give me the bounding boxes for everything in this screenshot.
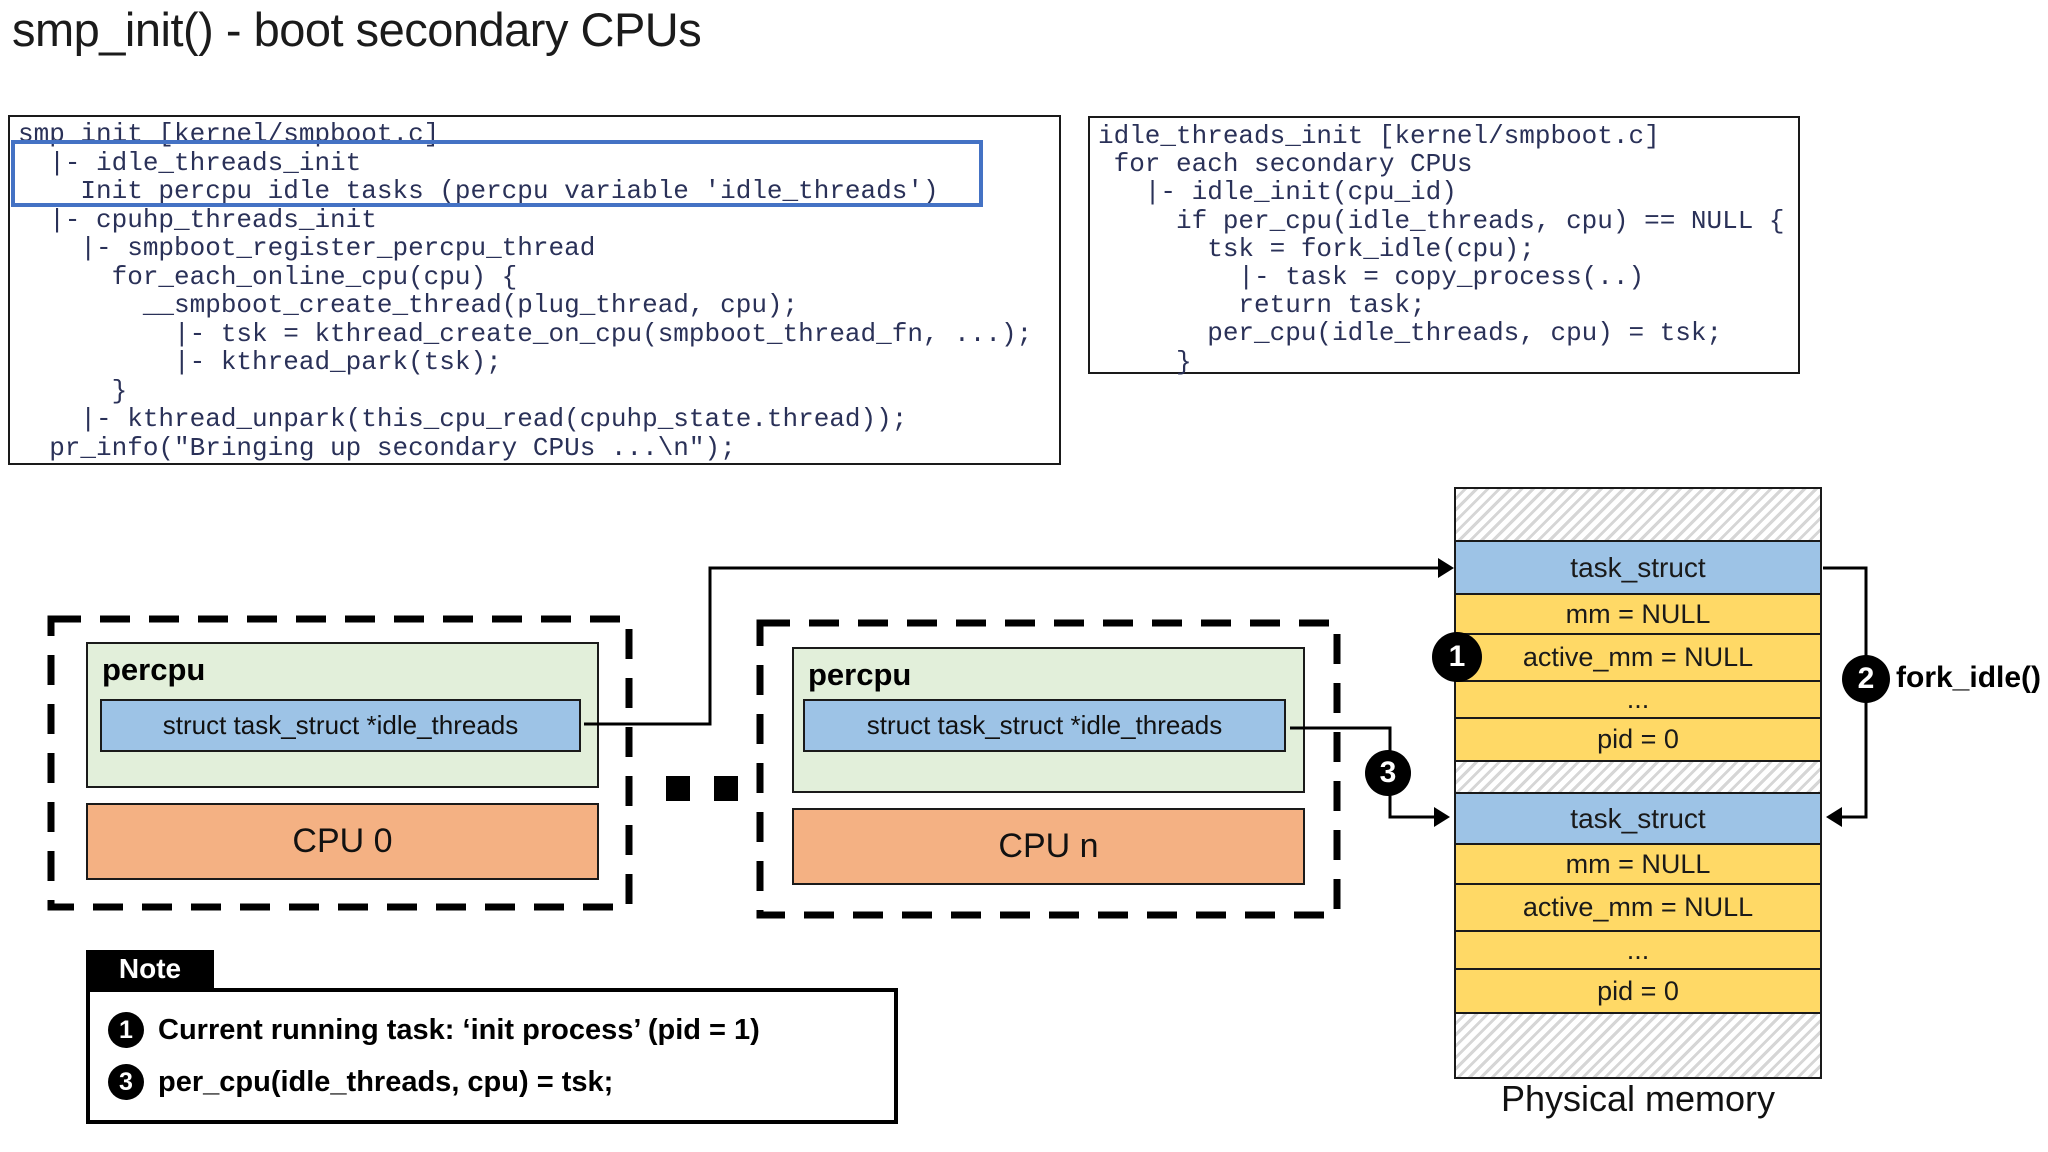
- cpun-idle-threads-pointer: struct task_struct *idle_threads: [803, 699, 1286, 752]
- step-marker-2: 2: [1842, 655, 1890, 703]
- memory-row-mm-NULL: mm = NULL: [1456, 595, 1820, 635]
- cpu0-box: CPU 0: [86, 803, 599, 880]
- cpu0-idle-threads-pointer: struct task_struct *idle_threads: [100, 699, 581, 752]
- arrowhead-task-struct-2: [1434, 807, 1450, 827]
- fork-idle-label: fork_idle(): [1896, 661, 2042, 694]
- arrow-cpun-idle-threads-to-task-struct-2: [1290, 726, 1436, 819]
- memory-row-active-mm-NULL: active_mm = NULL: [1456, 885, 1820, 932]
- note-marker-1: 1: [108, 1012, 144, 1048]
- memory-gap-hatch: [1456, 1014, 1820, 1077]
- note-item-text: per_cpu(idle_threads, cpu) = tsk;: [158, 1065, 614, 1098]
- code-panel-smp-init: smp_init [kernel/smpboot.c] |- idle_thre…: [8, 115, 1061, 465]
- note-item: 3 per_cpu(idle_threads, cpu) = tsk;: [108, 1060, 894, 1104]
- idle-threads-init-highlight: [11, 140, 983, 207]
- memory-row-pid-0: pid = 0: [1456, 970, 1820, 1014]
- note-item-text: Current running task: ‘init process’ (pi…: [158, 1013, 760, 1046]
- arrowhead-fork-idle: [1826, 807, 1842, 827]
- step-marker-3: 3: [1365, 750, 1411, 796]
- code-idle-threads-init-text: idle_threads_init [kernel/smpboot.c] for…: [1098, 121, 1785, 377]
- cpu0-percpu-label: percpu: [102, 652, 206, 687]
- step-marker-1: 1: [1432, 632, 1482, 682]
- code-panel-idle-threads-init: idle_threads_init [kernel/smpboot.c] for…: [1088, 116, 1800, 377]
- memory-row-task-struct: task_struct: [1456, 794, 1820, 845]
- memory-row-active-mm-NULL: active_mm = NULL: [1456, 635, 1820, 682]
- slide-title: smp_init() - boot secondary CPUs: [12, 3, 702, 56]
- note-label: Note: [86, 950, 214, 988]
- memory-row--: ...: [1456, 682, 1820, 719]
- memory-row-pid-0: pid = 0: [1456, 719, 1820, 762]
- ellipsis-square-icon: [714, 776, 738, 801]
- note-box: 1 Current running task: ‘init process’ (…: [86, 988, 898, 1124]
- cpun-percpu-label: percpu: [808, 657, 912, 692]
- note-marker-3: 3: [108, 1064, 144, 1100]
- memory-row--: ...: [1456, 932, 1820, 970]
- memory-row-task-struct: task_struct: [1456, 542, 1820, 595]
- note-item: 1 Current running task: ‘init process’ (…: [108, 1008, 894, 1052]
- memory-gap-hatch: [1456, 489, 1820, 542]
- memory-row-mm-NULL: mm = NULL: [1456, 845, 1820, 885]
- cpun-box: CPU n: [792, 808, 1305, 885]
- arrowhead-task-struct-1: [1438, 558, 1454, 578]
- ellipsis-square-icon: [666, 776, 690, 801]
- physical-memory-caption: Physical memory: [1500, 1078, 1776, 1119]
- memory-gap-hatch: [1456, 762, 1820, 794]
